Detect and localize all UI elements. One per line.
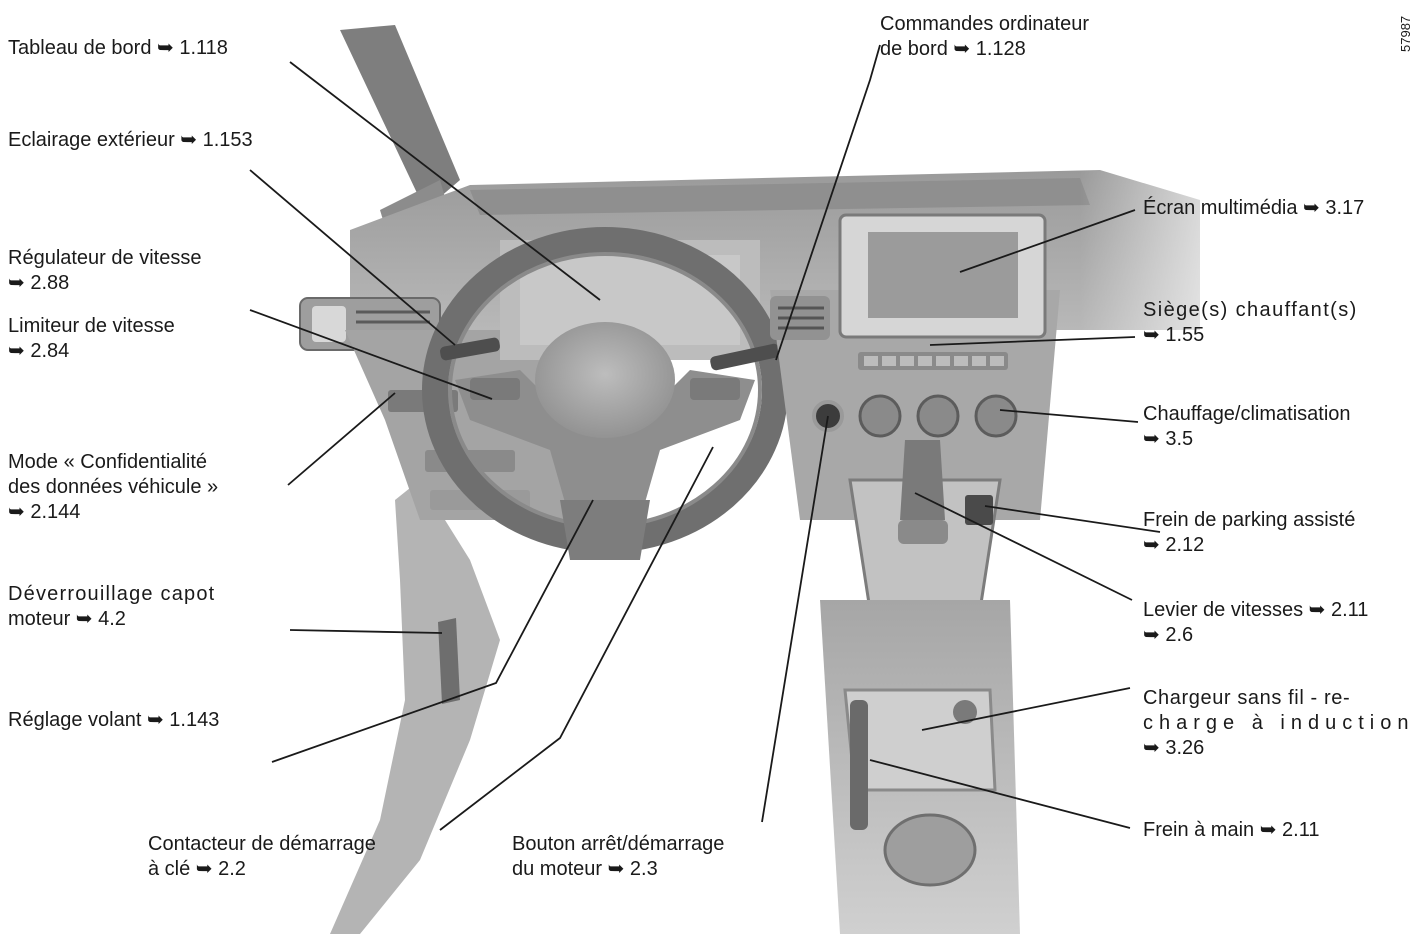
left-stalk <box>440 337 500 361</box>
label-eclairage-exterieur: Eclairage extérieur ➥ 1.153 <box>8 129 253 151</box>
leader-chargeur-sans-fil <box>921 687 1131 731</box>
steering-wheel-spokes <box>455 370 755 520</box>
label-deverrouillage-capot: Déverrouillage capot moteur ➥ 4.2 <box>8 583 216 630</box>
leader-sieges-chauffants <box>929 336 1136 346</box>
label-mode-confidentialite: Mode « Confidentialité des données véhic… <box>8 451 219 523</box>
label-contacteur-demarrage: Contacteur de démarrage à clé ➥ 2.2 <box>148 833 376 880</box>
leader-eclairage-exterieur <box>249 169 456 346</box>
door-frame <box>330 480 500 934</box>
label-limiteur-vitesse: Limiteur de vitesse ➥ 2.84 <box>8 314 252 364</box>
leader-commandes-ordinateur <box>775 44 881 361</box>
leader-levier-vitesses <box>914 492 1133 601</box>
leader-bouton-arret-demarrage <box>761 415 829 823</box>
cup-holder <box>883 813 977 887</box>
climate-knobs <box>858 394 1018 438</box>
gear-lever <box>900 440 945 520</box>
leader-reglage-volant <box>271 499 594 763</box>
dashboard-brow <box>470 178 1090 215</box>
label-tableau-de-bord: Tableau de bord ➥ 1.118 <box>8 37 228 59</box>
leader-contacteur-demarrage <box>439 446 714 831</box>
steering-wheel-hub <box>535 322 675 438</box>
right-stalk <box>710 343 780 371</box>
center-stack <box>770 290 1060 520</box>
leader-chauffage-climatisation <box>999 409 1139 423</box>
limiteur-line-1: Limiteur de vitesse <box>8 315 175 337</box>
leader-deverrouillage-capot <box>289 629 443 634</box>
label-chargeur-sans-fil: Chargeur sans fil - re- charge à inducti… <box>1143 687 1415 759</box>
multimedia-screen <box>868 232 1018 318</box>
hood-release-handle <box>438 618 460 704</box>
leader-ecran-multimedia <box>959 209 1136 273</box>
leader-regulateur-vitesse <box>249 309 493 400</box>
label-frein-a-main: Frein à main ➥ 2.11 <box>1143 819 1320 841</box>
steering-column <box>560 500 650 560</box>
label-levier-vitesses: Levier de vitesses ➥ 2.11 ➥ 2.6 <box>1143 599 1369 646</box>
leader-frein-a-main <box>869 759 1131 829</box>
label-frein-parking-assiste: Frein de parking assisté ➥ 2.12 <box>1143 509 1356 556</box>
a-pillar <box>340 25 460 210</box>
label-chauffage-climatisation: Chauffage/climatisation ➥ 3.5 <box>1143 403 1351 450</box>
label-sieges-chauffants: Siège(s) chauffant(s) ➥ 1.55 <box>1143 299 1358 346</box>
handbrake-lever <box>850 700 868 830</box>
figure-reference-number: 57987 <box>1398 15 1413 52</box>
label-regulateur-vitesse: Régulateur de vitesse ➥ 2.88 <box>8 247 202 294</box>
leader-frein-parking <box>984 505 1161 533</box>
leader-tableau-de-bord <box>289 61 601 301</box>
leader-mode-confidentialite <box>287 392 396 486</box>
parking-brake-switch <box>965 495 993 525</box>
label-commandes-ordinateur: Commandes ordinateur de bord ➥ 1.128 <box>880 13 1089 60</box>
label-ecran-multimedia: Écran multimédia ➥ 3.17 <box>1143 197 1365 219</box>
label-reglage-volant: Réglage volant ➥ 1.143 <box>8 709 220 731</box>
label-bouton-arret-demarrage: Bouton arrêt/démarrage du moteur ➥ 2.3 <box>512 833 725 880</box>
leader-lines <box>249 44 1161 831</box>
